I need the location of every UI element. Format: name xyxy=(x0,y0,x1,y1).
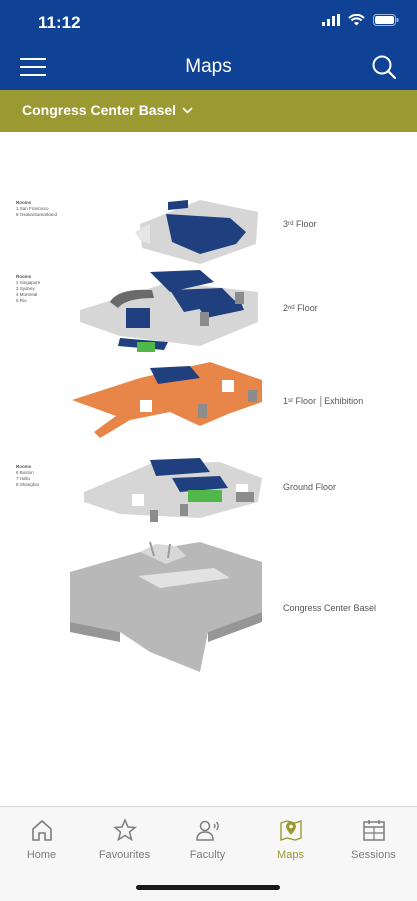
venue-bar: Congress Center Basel xyxy=(0,90,417,132)
home-icon xyxy=(31,819,52,841)
tab-favourites-label: Favourites xyxy=(98,849,151,861)
tab-faculty-label: Faculty xyxy=(189,849,226,861)
tab-sessions[interactable]: Sessions xyxy=(332,817,415,861)
map-pin-icon xyxy=(279,820,302,841)
floor-label-3[interactable]: 3ʳᵈ Floor xyxy=(283,219,317,229)
battery-icon xyxy=(373,14,399,26)
floor-label-1[interactable]: 1ˢᵗ Floor │Exhibition xyxy=(283,396,364,406)
status-bar: 11:12 xyxy=(0,0,417,44)
menu-icon[interactable] xyxy=(20,56,46,78)
search-icon[interactable] xyxy=(371,54,397,80)
tab-faculty[interactable]: Faculty xyxy=(166,817,249,861)
calendar-icon xyxy=(362,820,385,841)
signal-icon xyxy=(322,14,340,26)
tab-maps[interactable]: Maps xyxy=(249,817,332,861)
floor-3-plan[interactable] xyxy=(135,200,258,264)
building-floor-plan xyxy=(70,200,262,672)
legend-floor-2: Rooms 2 Singapore 3 Sydney 4 Montreal 5 … xyxy=(16,274,41,303)
tab-bar: Home Favourites Faculty Maps xyxy=(0,806,417,901)
floor-map[interactable]: Rooms 1 San Francisco 8 Osaka/Samarkand … xyxy=(0,132,417,806)
home-indicator xyxy=(136,885,280,890)
floor-label-building[interactable]: Congress Center Basel xyxy=(283,603,377,613)
nav-bar: Maps xyxy=(0,44,417,90)
legend-ground: Rooms 6 Boston 7 Hallo 8 Shanghai xyxy=(16,464,39,487)
tab-favourites[interactable]: Favourites xyxy=(83,817,166,861)
page-title: Maps xyxy=(185,56,232,77)
venue-selector[interactable]: Congress Center Basel xyxy=(22,102,193,118)
floor-label-2[interactable]: 2ⁿᵈ Floor xyxy=(283,303,318,313)
floor-label-ground[interactable]: Ground Floor xyxy=(283,482,337,492)
floor-2-plan[interactable] xyxy=(80,270,258,352)
status-time: 11:12 xyxy=(38,13,81,32)
star-icon xyxy=(112,818,137,842)
tab-maps-label: Maps xyxy=(277,849,304,861)
tab-sessions-label: Sessions xyxy=(351,849,396,861)
legend-floor-3: Rooms 1 San Francisco 8 Osaka/Samarkand xyxy=(16,200,58,217)
building-3d-model[interactable] xyxy=(70,541,262,672)
faculty-icon xyxy=(195,820,219,841)
venue-name: Congress Center Basel xyxy=(22,102,177,118)
floor-ground-plan[interactable] xyxy=(84,458,262,522)
tab-home-label: Home xyxy=(26,849,57,861)
tab-home[interactable]: Home xyxy=(0,817,83,861)
chevron-down-icon xyxy=(182,106,193,114)
floor-1-plan[interactable] xyxy=(72,362,262,438)
wifi-icon xyxy=(348,14,365,26)
